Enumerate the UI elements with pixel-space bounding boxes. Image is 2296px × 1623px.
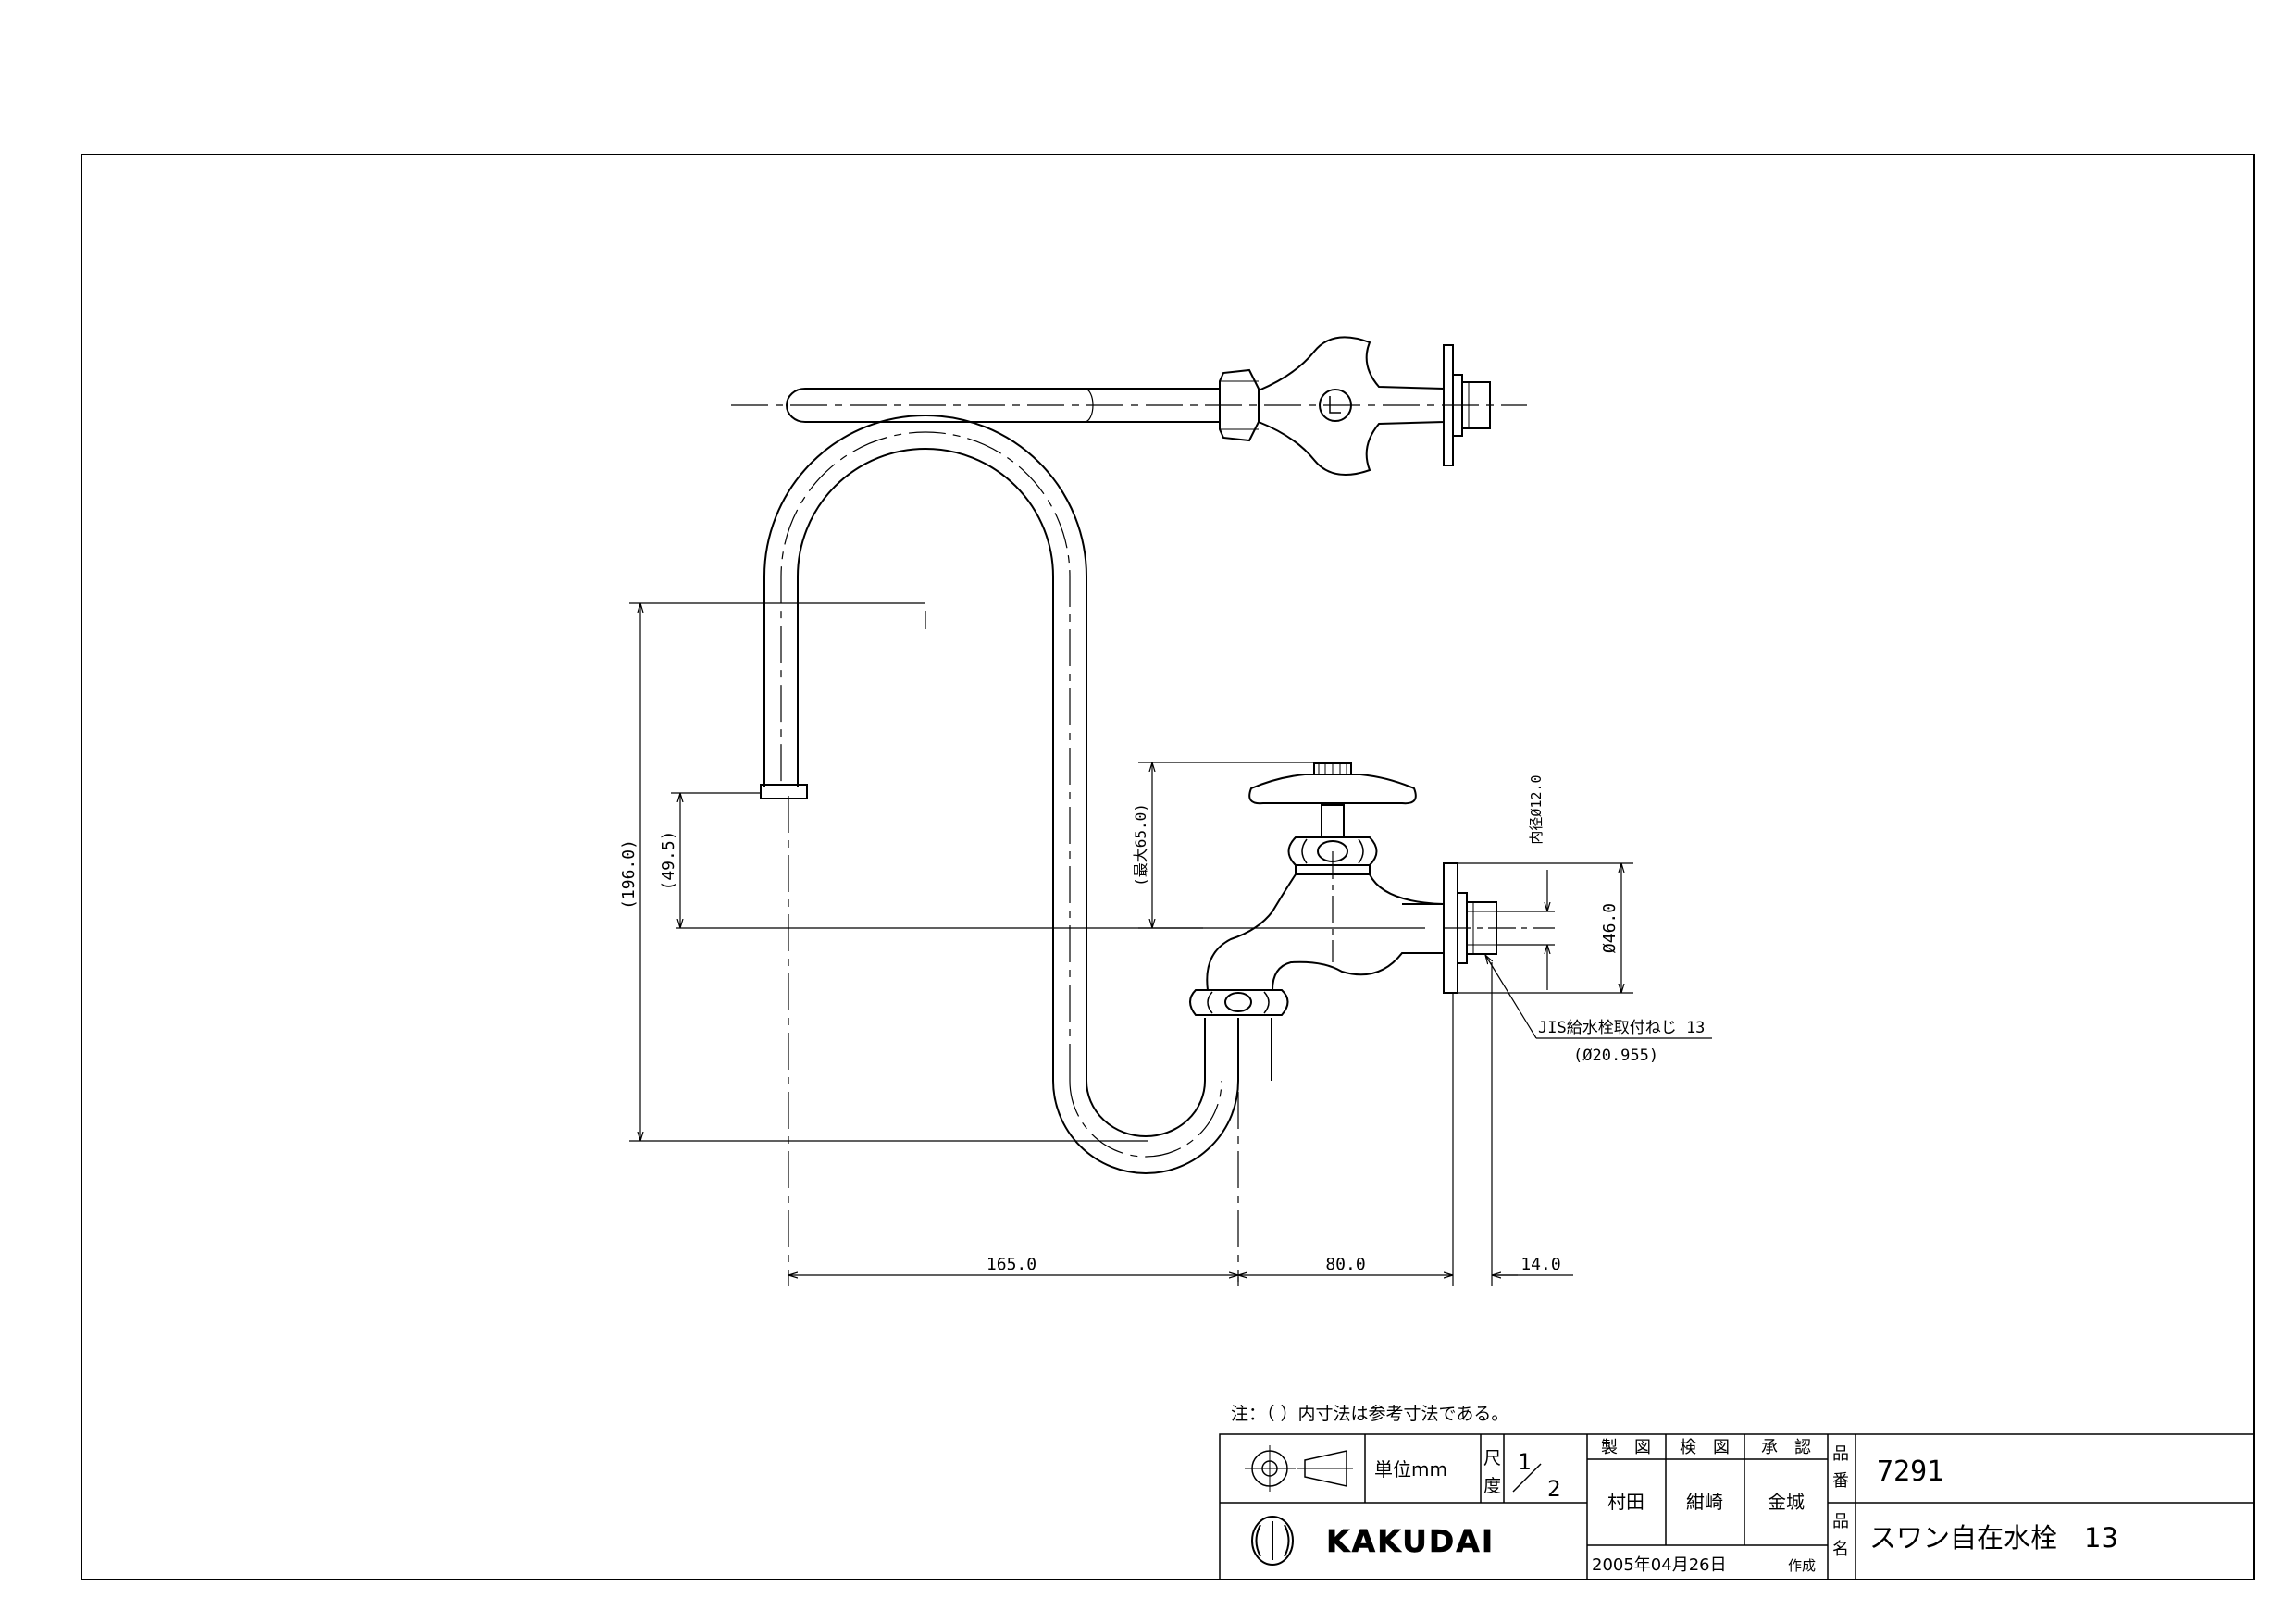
dim-outlet-height: (49.5) bbox=[659, 830, 678, 890]
valve-spindle bbox=[1321, 804, 1345, 838]
callout-thread: JIS給水栓取付ねじ 13 bbox=[1538, 1019, 1705, 1037]
faucet-body bbox=[1206, 873, 1445, 991]
reference-note: 注：（ ）内寸法は参考寸法である。 bbox=[1231, 1404, 1508, 1424]
kakudai-logo-icon bbox=[1251, 1516, 1294, 1566]
part-name-label-2: 名 bbox=[1832, 1540, 1849, 1559]
checked-by: 紺崎 bbox=[1686, 1491, 1723, 1513]
spout-outlet-tip bbox=[760, 784, 808, 799]
top-view-handle-screw bbox=[1319, 389, 1352, 422]
company-logo-text: KAKUDAI bbox=[1326, 1523, 1495, 1559]
swivel-nut bbox=[1189, 989, 1289, 1016]
scale-numerator: 1 bbox=[1518, 1449, 1531, 1475]
approved-by: 金城 bbox=[1768, 1491, 1805, 1513]
top-view-flange bbox=[1443, 344, 1454, 466]
dim-flange-diameter: Ø46.0 bbox=[1600, 903, 1620, 953]
dim-body-length: 80.0 bbox=[1325, 1255, 1365, 1274]
swivel-stem bbox=[1204, 1018, 1272, 1081]
dim-handle-max: (最大65.0) bbox=[1132, 803, 1149, 886]
checked-header: 検 図 bbox=[1680, 1438, 1730, 1457]
spout-center bbox=[780, 431, 1071, 1081]
spout-inner bbox=[797, 448, 1054, 1081]
scale-denominator: 2 bbox=[1547, 1476, 1560, 1502]
front-view bbox=[676, 415, 1555, 1282]
spout-lower-bend-inner bbox=[1086, 1080, 1206, 1137]
top-view bbox=[731, 336, 1527, 476]
creation-date: 2005年04月26日 bbox=[1592, 1555, 1727, 1575]
unit-label: 単位mm bbox=[1374, 1458, 1447, 1481]
callout-thread-diameter: (Ø20.955) bbox=[1573, 1047, 1658, 1065]
part-name: スワン自在水栓 13 bbox=[1869, 1522, 2118, 1554]
dim-spout-reach: 165.0 bbox=[987, 1255, 1036, 1274]
sheet-border bbox=[81, 154, 2255, 1580]
scale-label-1: 尺 bbox=[1483, 1448, 1501, 1468]
inlet-thread bbox=[1466, 901, 1497, 955]
part-no-label-1: 品 bbox=[1832, 1444, 1849, 1464]
top-view-spout bbox=[786, 388, 1220, 423]
approved-header: 承 認 bbox=[1761, 1438, 1811, 1457]
dim-height-total: (196.0) bbox=[619, 839, 639, 910]
third-angle-projection-icon bbox=[1245, 1445, 1353, 1492]
dimension-lines bbox=[629, 602, 1712, 1286]
part-name-label-1: 品 bbox=[1832, 1512, 1849, 1531]
top-view-thread bbox=[1461, 381, 1491, 429]
part-no-label-2: 番 bbox=[1832, 1471, 1849, 1491]
spout-lower-bend-outer bbox=[1052, 1080, 1239, 1174]
scale-label-2: 度 bbox=[1483, 1476, 1501, 1496]
faucet-handle bbox=[1248, 774, 1417, 805]
creation-date-suffix: 作成 bbox=[1788, 1557, 1816, 1574]
dim-flange-offset: 14.0 bbox=[1520, 1255, 1560, 1274]
drawn-by: 村田 bbox=[1607, 1491, 1644, 1513]
title-block bbox=[1219, 1433, 2255, 1580]
part-number: 7291 bbox=[1877, 1456, 1943, 1488]
drawn-header: 製 図 bbox=[1601, 1438, 1651, 1457]
spout-outer bbox=[763, 415, 1087, 1081]
dim-inner-diameter: 内径Ø12.0 bbox=[1528, 774, 1545, 844]
